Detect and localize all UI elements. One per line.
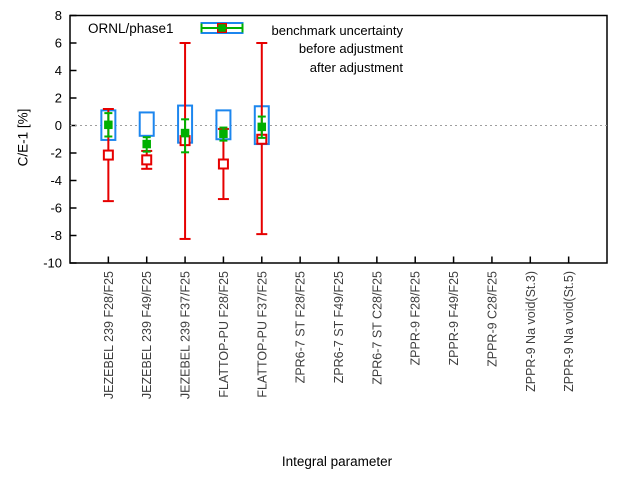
y-axis-title: C/E-1 [%] — [15, 108, 31, 167]
x-tick-label: JEZEBEL 239 F49/F25 — [140, 271, 154, 399]
legend-item-before-adjustment: before adjustment — [200, 23, 456, 59]
x-tick-label: ZPPR-9 Na void(St.5) — [562, 271, 576, 392]
legend-swatch-filled-square-errorbar-icon — [200, 23, 456, 74]
y-tick-label: 2 — [55, 91, 62, 106]
y-tick-label: -10 — [43, 256, 62, 271]
after-adjustment-point — [142, 139, 151, 149]
before-adjustment-point — [217, 158, 229, 170]
benchmark-uncertainty-box — [138, 111, 155, 137]
y-tick-label: 6 — [55, 36, 62, 51]
after-adjustment-point — [257, 122, 267, 132]
before-adjustment-point — [141, 154, 153, 166]
legend-item-after-adjustment: after adjustment — [200, 23, 456, 77]
x-tick-label: ZPR6-7 ST F28/F25 — [294, 271, 308, 383]
y-tick-label: -2 — [50, 146, 62, 161]
y-tick-label: -8 — [50, 228, 62, 243]
x-tick-label: JEZEBEL 239 F28/F25 — [102, 271, 116, 399]
x-tick-label: FLATTOP-PU F37/F25 — [255, 271, 269, 398]
legend-filled-square-sample — [218, 24, 226, 32]
after-adjustment-point — [219, 129, 228, 138]
x-tick-label: ZPR6-7 ST F49/F25 — [332, 271, 346, 383]
after-adjustment-point — [104, 120, 113, 130]
y-tick-label: 0 — [55, 118, 62, 133]
x-axis-title: Integral parameter — [281, 454, 393, 469]
legend-label: before adjustment — [298, 41, 403, 57]
legend-swatch-box-icon — [200, 22, 456, 37]
after-adjustment-point — [180, 128, 190, 138]
x-tick-label: ZPPR-9 C28/F25 — [485, 271, 499, 367]
legend-swatch-canvas — [200, 23, 244, 33]
y-tick-label: 4 — [55, 63, 62, 78]
x-tick-label: ZPR6-7 ST C28/F25 — [370, 271, 384, 385]
legend-swatch-open-square-errorbar-icon — [200, 23, 456, 56]
before-adjustment-point — [102, 149, 114, 161]
x-tick-label: ZPPR-9 F28/F25 — [409, 271, 423, 366]
chart-title: ORNL/phase1 — [88, 21, 174, 36]
chart-legend: benchmark uncertainty before adjustment … — [200, 21, 456, 77]
legend-label: benchmark uncertainty — [271, 22, 403, 38]
y-tick-label: -4 — [50, 173, 62, 188]
legend-label: after adjustment — [309, 59, 403, 75]
x-tick-label: ZPPR-9 F49/F25 — [447, 271, 461, 366]
y-tick-label: 8 — [55, 8, 62, 23]
x-tick-label: FLATTOP-PU F28/F25 — [217, 271, 231, 398]
x-tick-label: JEZEBEL 239 F37/F25 — [179, 271, 193, 399]
y-tick-label: -6 — [50, 201, 62, 216]
x-tick-label: ZPPR-9 Na void(St.3) — [524, 271, 538, 392]
